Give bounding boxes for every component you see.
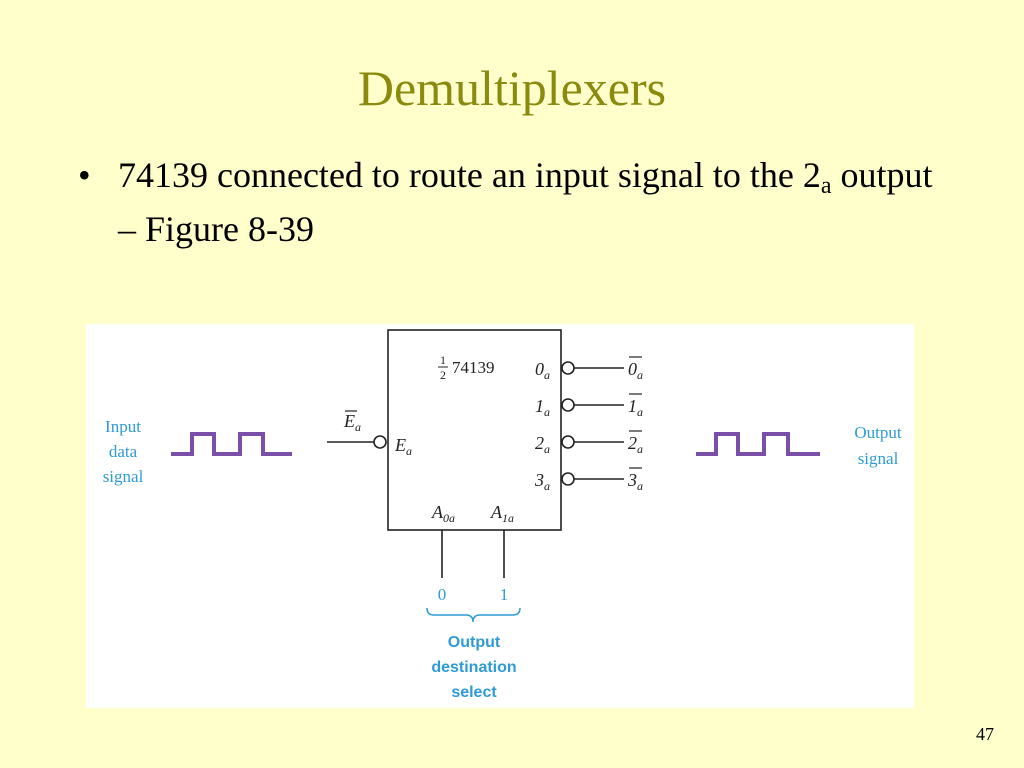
enable-line-label: Ea	[343, 411, 361, 434]
output-line-label: 1a	[628, 396, 643, 419]
bullet-marker: •	[78, 155, 91, 195]
output-waveform	[696, 432, 820, 456]
input-signal-label: Input data signal	[103, 417, 144, 486]
select-pin-label-a1: A1a	[490, 502, 514, 525]
chip-model: 74139	[452, 358, 495, 377]
chip-enable-pin-label: Ea	[394, 435, 412, 458]
input-waveform	[171, 432, 292, 456]
output-line-label: 0a	[628, 359, 643, 382]
chip-fraction-numerator: 1	[440, 353, 446, 367]
output-pin-label: 2a	[535, 433, 550, 456]
bullet-text-end: output – Figure 8-39	[118, 155, 933, 249]
select-value-a0: 0	[438, 585, 447, 604]
bullet-text: 74139 connected to route an input signal…	[118, 148, 958, 256]
select-caption: Output destination select	[431, 634, 516, 701]
demux-diagram: 1 2 74139 Ea Ea 0a 0a 1a 1a	[103, 329, 902, 701]
output-signal-label-line: Output	[854, 423, 902, 442]
select-pins: A0a A1a 0 1	[426, 502, 521, 623]
enable-inversion-bubble	[373, 435, 387, 449]
output-inversion-bubble	[561, 398, 575, 412]
output-signal-label: Output signal	[854, 423, 902, 468]
select-value-a1: 1	[500, 585, 509, 604]
output-signal-label-line: signal	[858, 449, 899, 468]
output-line-label: 3a	[627, 470, 643, 493]
output-pin-label: 0a	[535, 359, 550, 382]
output-pin-label: 1a	[535, 396, 550, 419]
bullet-text-main: 74139 connected to route an input signal…	[118, 155, 821, 195]
input-signal-label-line: data	[109, 442, 138, 461]
output-pin-2: 2a 2a	[535, 430, 643, 456]
output-inversion-bubble	[561, 361, 575, 375]
select-pin-label-a0: A0a	[431, 502, 455, 525]
demux-figure: 1 2 74139 Ea Ea 0a 0a 1a 1a	[86, 324, 914, 708]
output-pin-1: 1a 1a	[535, 393, 643, 419]
page-number: 47	[976, 724, 994, 744]
select-brace	[426, 607, 521, 623]
bullet-text-subscript: a	[820, 173, 832, 199]
select-caption-line: destination	[431, 659, 516, 676]
output-pin-3: 3a 3a	[534, 467, 643, 493]
output-pin-label: 3a	[534, 470, 550, 493]
select-caption-line: Output	[448, 634, 501, 651]
chip-fraction-denominator: 2	[440, 368, 446, 382]
chip-body	[387, 329, 562, 531]
output-inversion-bubble	[561, 435, 575, 449]
slide-title: Demultiplexers	[357, 60, 667, 116]
output-pin-0: 0a 0a	[535, 356, 643, 382]
output-inversion-bubble	[561, 472, 575, 486]
select-caption-line: select	[451, 684, 497, 701]
output-pins: 0a 0a 1a 1a 2a 2a 3a	[534, 356, 643, 493]
input-signal-label-line: Input	[105, 417, 141, 436]
chip-name: 1 2 74139	[438, 353, 495, 382]
output-line-label: 2a	[628, 433, 643, 456]
input-signal-label-line: signal	[103, 467, 144, 486]
